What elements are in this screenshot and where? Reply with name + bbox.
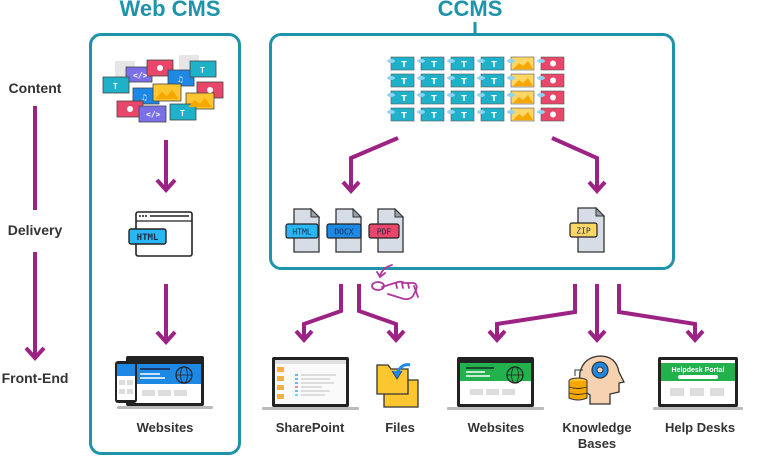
svg-text:T: T — [431, 111, 437, 120]
content-topic-tile-video — [537, 56, 565, 71]
responsive-website-icon — [115, 356, 213, 409]
knowledge-bases-caption-line2: Bases — [577, 436, 617, 451]
svg-text:T: T — [200, 66, 205, 75]
svg-text:T: T — [431, 60, 437, 69]
content-topic-tile-text: T — [477, 56, 505, 71]
svg-text:T: T — [401, 111, 407, 120]
sharepoint-laptop-icon — [262, 357, 359, 410]
row-label-front-end: Front-End — [1, 370, 69, 386]
pdf-document-icon: PDF — [368, 207, 405, 253]
content-topic-tile-text: T — [477, 73, 505, 88]
web-cms-arrow-1 — [155, 140, 177, 193]
svg-text:</>: </> — [146, 110, 161, 119]
ccms-title: CCMS — [437, 0, 503, 21]
sharepoint-caption: SharePoint — [275, 420, 345, 435]
svg-text:♫: ♫ — [178, 75, 183, 84]
content-topic-tile-video — [537, 90, 565, 105]
svg-text:T: T — [461, 77, 467, 86]
content-topic-tile-video — [537, 73, 565, 88]
row-label-delivery: Delivery — [7, 222, 63, 238]
svg-text:T: T — [113, 82, 118, 91]
content-topic-tile-image — [507, 56, 535, 71]
web-cms-websites-caption: Websites — [136, 420, 194, 435]
content-topic-tile-image — [507, 73, 535, 88]
content-topic-tile-text: T — [477, 90, 505, 105]
svg-text:T: T — [491, 77, 497, 86]
content-topic-tile-text: T — [387, 73, 415, 88]
svg-text:♫: ♫ — [142, 93, 147, 102]
web-cms-box — [89, 33, 241, 455]
content-topic-tile-text: T — [417, 90, 445, 105]
files-caption: Files — [385, 420, 415, 435]
content-topic-tile-video — [537, 107, 565, 122]
arrow-to-websites — [487, 284, 577, 344]
websites-caption: Websites — [467, 420, 525, 435]
zip-archive-icon: ZIP — [569, 206, 606, 253]
content-topic-tile-text: T — [447, 56, 475, 71]
svg-text:T: T — [180, 109, 185, 118]
svg-text:T: T — [401, 60, 407, 69]
content-topic-tile-text: T — [387, 90, 415, 105]
svg-text:T: T — [461, 94, 467, 103]
arrow-to-knowledge-bases — [587, 284, 607, 344]
arrow-to-help-desks — [617, 284, 705, 344]
arrow-to-sharepoint — [294, 284, 343, 344]
content-topic-tile-text: T — [387, 56, 415, 71]
content-topic-tile-text: T — [447, 90, 475, 105]
content-topic-tile-text: T — [477, 107, 505, 122]
row-label-content: Content — [8, 80, 62, 96]
svg-text:T: T — [491, 111, 497, 120]
html-doc-badge: HTML — [292, 228, 311, 237]
html-badge-text: HTML — [137, 233, 159, 243]
ccms-arrow-to-zip — [551, 136, 607, 195]
svg-text:T: T — [461, 111, 467, 120]
help-desks-caption: Help Desks — [664, 420, 736, 435]
axis-arrow-delivery-frontend — [24, 252, 46, 361]
knowledge-bases-caption-line1: Knowledge — [562, 420, 632, 435]
zip-badge: ZIP — [576, 227, 591, 236]
svg-text:T: T — [401, 77, 407, 86]
content-topic-tile-text: T — [447, 73, 475, 88]
arrow-to-files — [357, 284, 406, 344]
hand-tap-icon — [371, 264, 419, 301]
svg-text:T: T — [491, 94, 497, 103]
html-document-icon: HTML — [285, 207, 321, 253]
content-topic-tile-text: T — [447, 107, 475, 122]
svg-text:T: T — [431, 94, 437, 103]
web-cms-title: Web CMS — [119, 0, 221, 21]
docx-document-icon: DOCX — [326, 207, 363, 253]
browser-window-icon: HTML — [128, 211, 193, 257]
content-topic-tile-image — [507, 107, 535, 122]
content-topic-tile-text: T — [417, 73, 445, 88]
svg-text:T: T — [401, 94, 407, 103]
folder-download-icon — [376, 363, 419, 408]
ccms-box — [269, 33, 675, 270]
content-topic-tile-text: T — [387, 107, 415, 122]
helpdesk-portal-title: Helpdesk Portal — [672, 367, 725, 374]
content-topic-tile-text: T — [417, 56, 445, 71]
mixed-content-tiles-icon: </> </> T T T ♫ ♫ — [102, 55, 224, 123]
svg-text:T: T — [431, 77, 437, 86]
knowledge-bases-caption: Knowledge Bases — [552, 420, 642, 452]
content-topic-tile-text: T — [417, 107, 445, 122]
web-cms-arrow-2 — [155, 284, 177, 345]
svg-text:T: T — [491, 60, 497, 69]
content-topic-tile-image — [507, 90, 535, 105]
knowledge-head-gear-icon — [568, 355, 625, 405]
svg-text:</>: </> — [133, 71, 148, 80]
docx-doc-badge: DOCX — [334, 228, 353, 237]
ccms-arrow-to-documents — [341, 136, 399, 195]
green-website-laptop-icon — [447, 357, 544, 410]
svg-text:T: T — [461, 60, 467, 69]
helpdesk-laptop-icon: Helpdesk Portal — [653, 357, 743, 410]
pdf-doc-badge: PDF — [377, 228, 392, 237]
